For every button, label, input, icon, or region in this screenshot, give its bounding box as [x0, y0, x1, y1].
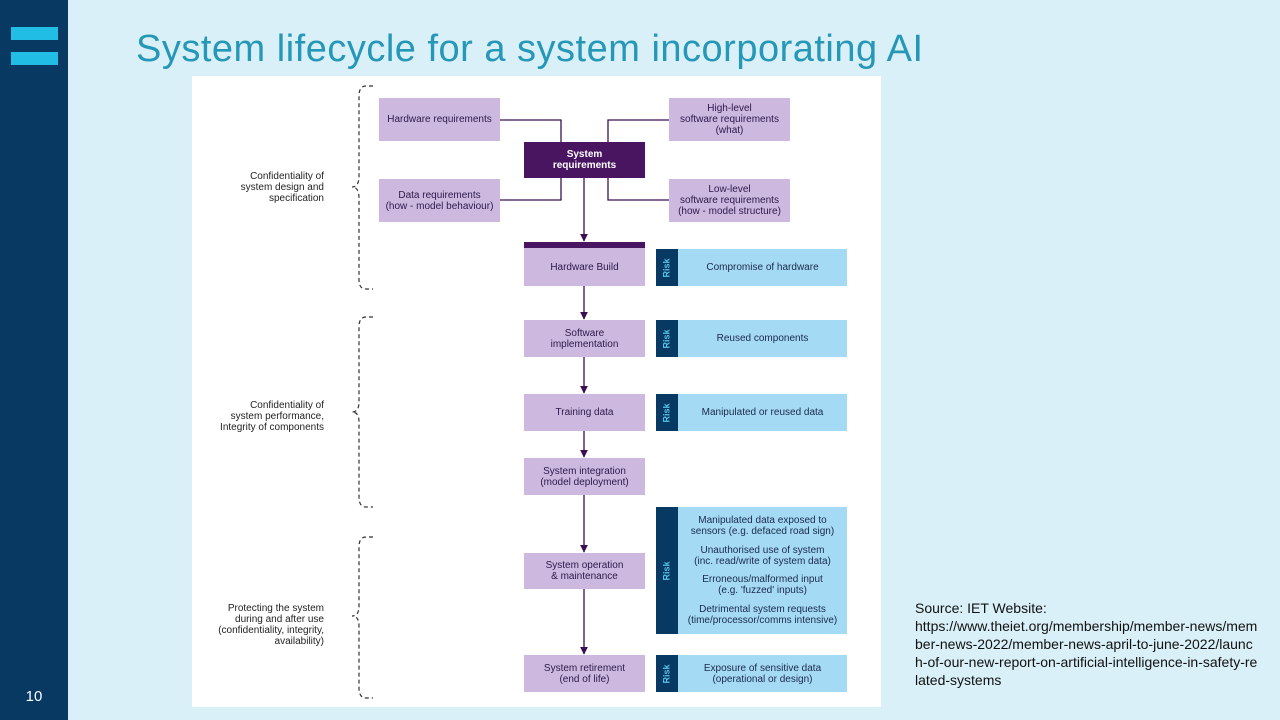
system-requirements-box: System requirements: [524, 142, 645, 178]
risk-item: Manipulated data exposed to sensors (e.g…: [690, 514, 835, 537]
source-heading: Source: IET Website:: [915, 600, 1047, 616]
brace-build-phase: [351, 316, 373, 508]
risk-tab: Risk: [656, 655, 678, 692]
risk-text: Reused components: [716, 333, 809, 344]
risk-item: Detrimental system requests (time/proces…: [687, 604, 838, 627]
connector-high-level-req: [607, 119, 669, 142]
slide-number: 10: [25, 688, 43, 705]
brace-design-phase: [351, 85, 373, 290]
stage-system-retirement: System retirement (end of life): [524, 655, 645, 692]
data-requirements-box: Data requirements (how - model behaviour…: [379, 179, 500, 222]
phase-label-use: Protecting the system during and after u…: [218, 603, 324, 647]
slide-title: System lifecycle for a system incorporat…: [136, 28, 924, 70]
risk-tab: Risk: [656, 249, 678, 286]
stage-training-data: Training data: [524, 394, 645, 431]
connector-data-req: [500, 178, 562, 201]
risk-tab-label: Risk: [661, 257, 672, 278]
hardware-requirements-box: Hardware requirements: [379, 98, 500, 141]
risk-text-list: Manipulated data exposed to sensors (e.g…: [678, 507, 847, 634]
lifecycle-diagram: Hardware requirements High-level softwar…: [192, 76, 881, 707]
stage-system-operation: System operation & maintenance: [524, 553, 645, 589]
risk-text: Manipulated or reused data: [701, 407, 824, 418]
phase-label-build: Confidentiality of system performance, I…: [220, 400, 324, 433]
low-level-software-requirements-box: Low-level software requirements (how - m…: [669, 179, 790, 222]
risk-hardware-build: Risk Compromise of hardware: [656, 249, 847, 286]
risk-system-operation: Risk Manipulated data exposed to sensors…: [656, 507, 847, 634]
risk-tab-label: Risk: [661, 402, 672, 423]
source-citation: Source: IET Website: https://www.theiet.…: [915, 599, 1260, 689]
risk-tab: Risk: [656, 507, 678, 634]
diagram-connectors: [351, 85, 669, 699]
risk-tab-label: Risk: [661, 663, 672, 684]
logo-bar-icon: [11, 27, 58, 40]
phase-label-design: Confidentiality of system design and spe…: [240, 171, 324, 204]
risk-item: Unauthorised use of system (inc. read/wr…: [694, 544, 831, 567]
source-url[interactable]: https://www.theiet.org/membership/member…: [915, 618, 1258, 688]
risk-text: Compromise of hardware: [706, 262, 819, 273]
stage-software-implementation: Software implementation: [524, 320, 645, 357]
brace-use-phase: [351, 536, 373, 699]
high-level-software-requirements-box: High-level software requirements (what): [669, 98, 790, 141]
connector-low-level-req: [607, 178, 669, 201]
risk-system-retirement: Risk Exposure of sensitive data (operati…: [656, 655, 847, 692]
logo-bar-icon: [11, 52, 58, 65]
connector-hardware-req: [500, 119, 562, 142]
risk-item: Erroneous/malformed input (e.g. 'fuzzed'…: [702, 574, 823, 597]
risk-tab-label: Risk: [661, 328, 672, 349]
risk-software-implementation: Risk Reused components: [656, 320, 847, 357]
risk-tab: Risk: [656, 394, 678, 431]
risk-tab: Risk: [656, 320, 678, 357]
stage-hardware-build: Hardware Build: [524, 242, 645, 286]
risk-tab-label: Risk: [661, 560, 672, 581]
sidebar: 10: [0, 0, 68, 720]
risk-text: Exposure of sensitive data (operational …: [703, 662, 822, 685]
stage-system-integration: System integration (model deployment): [524, 458, 645, 495]
risk-training-data: Risk Manipulated or reused data: [656, 394, 847, 431]
